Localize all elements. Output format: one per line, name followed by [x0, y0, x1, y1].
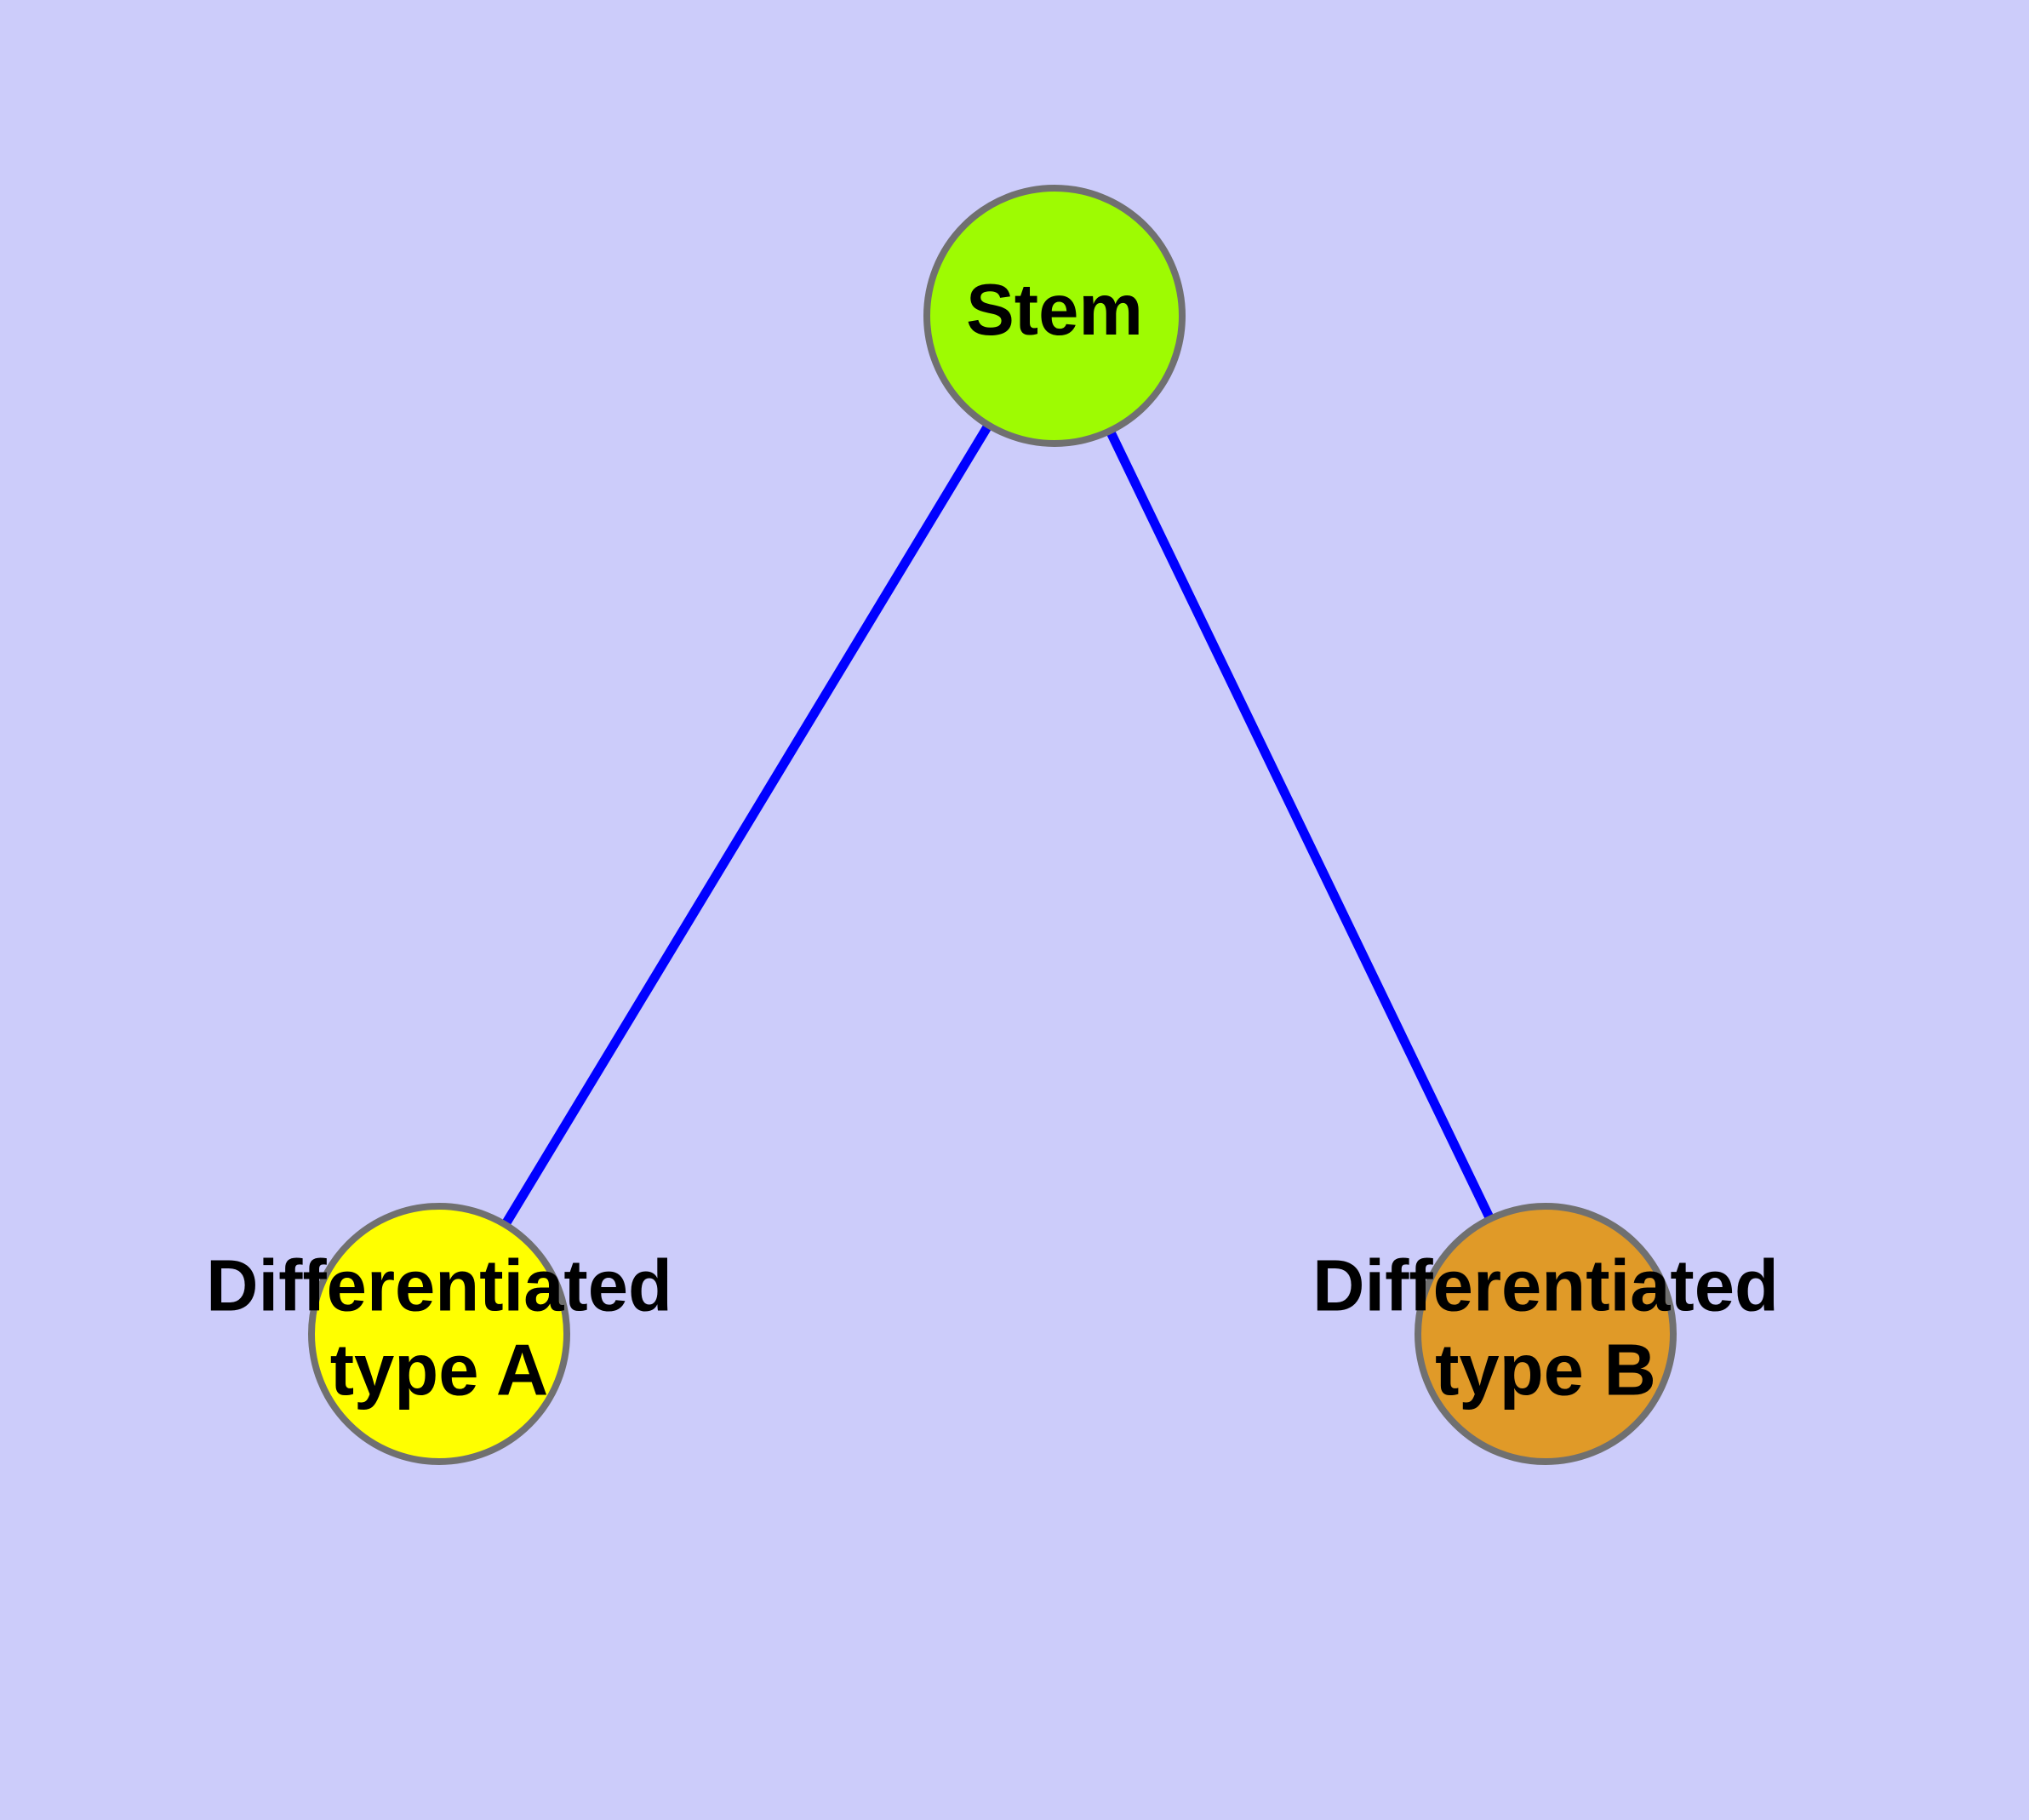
node-label-line: Differentiated — [206, 1246, 672, 1327]
node-label-line: Differentiated — [1312, 1246, 1779, 1327]
edge-stem-to-differentiated-type-b[interactable] — [1050, 313, 1550, 1336]
node-circle-differentiated-type-b[interactable] — [1415, 1203, 1677, 1465]
nodes-layer — [308, 185, 1677, 1465]
node-label-line: type A — [330, 1331, 549, 1411]
node-circle-stem[interactable] — [923, 185, 1186, 447]
edge-stem-to-differentiated-type-a[interactable] — [435, 313, 1059, 1336]
node-label-stem: Stem — [966, 270, 1143, 351]
edges-layer — [435, 313, 1550, 1336]
node-circle-differentiated-type-a[interactable] — [308, 1203, 570, 1465]
node-label-line: Stem — [966, 270, 1143, 351]
node-label-line: type B — [1435, 1331, 1656, 1411]
